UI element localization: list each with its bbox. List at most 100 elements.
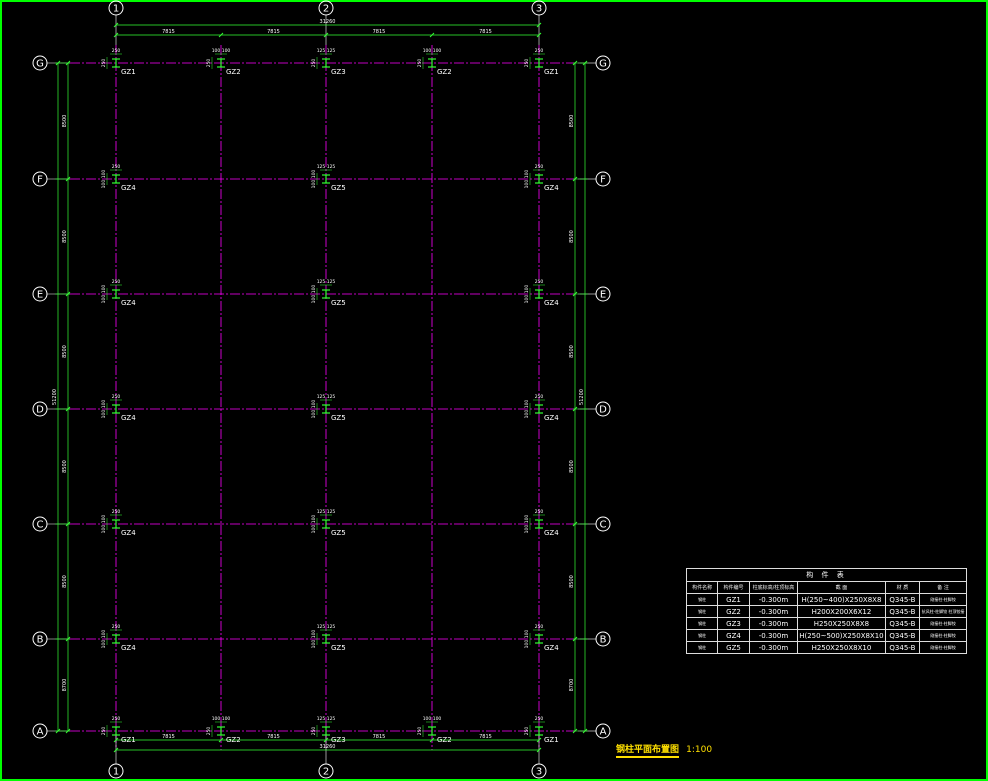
column-dim-top: 125 125 [317,509,336,515]
table-cell: 刚接柱-柱脚铰 [919,629,967,642]
column-dim-top: 125 125 [317,279,336,285]
column-dim-side: 250 [101,727,107,736]
table-header-cell: 截 面 [797,581,886,594]
column-dim-top: 100 100 [423,48,442,54]
column-tag: GZ2 [437,68,452,76]
dim-right-bay-label: 8500 [569,230,575,243]
column-dim-top: 250 [535,716,544,722]
table-cell: 钢柱 [685,641,719,654]
table-cell: -0.300m [748,641,799,654]
dim-top-bay-tick [113,32,119,38]
dim-left-total-label: 51200 [52,389,58,405]
column-dim-side: 100 100 [524,515,530,534]
column-dim-top: 100 100 [423,716,442,722]
dim-bottom-bay-tick [536,737,542,743]
column-dim-side: 100 100 [524,630,530,649]
dim-bottom-bay-label: 7815 [373,734,386,740]
table-cell: H(250~500)X250X8X10 [797,629,886,642]
column-tag: GZ1 [121,736,136,744]
axis-label-row: G [599,59,607,70]
axis-label-column: 1 [113,4,119,15]
column-tag: GZ4 [544,184,559,192]
table-row: 钢柱 GZ3 -0.300m H250X250X8X8 Q345-B 刚接柱-柱… [685,617,967,630]
column-dim-side: 250 [524,59,530,68]
column-dim-side: 100 100 [524,400,530,419]
dim-right-bay-label: 8500 [569,115,575,128]
column-dim-side: 100 100 [311,170,317,189]
table-cell: H250X250X8X8 [797,617,886,630]
column-tag: GZ2 [437,736,452,744]
table-cell: GZ4 [717,629,750,642]
axis-label-column: 3 [536,4,542,15]
column-tag: GZ4 [544,644,559,652]
column-dim-side: 100 100 [311,285,317,304]
axis-label-row: D [36,405,44,416]
column-dim-top: 250 [112,394,121,400]
column-dim-side: 100 100 [101,285,107,304]
dim-bottom-total-label: 31260 [320,744,336,750]
axis-label-row: F [37,175,43,186]
column-dim-top: 100 100 [212,716,231,722]
table-cell: -0.300m [748,605,799,618]
column-dim-side: 250 [524,727,530,736]
caption-scale: 1:100 [686,745,713,755]
axis-label-row: F [600,175,606,186]
dim-left-bay-label: 8500 [62,345,68,358]
column-dim-top: 250 [535,48,544,54]
dim-left-bay-label: 8500 [62,115,68,128]
column-tag: GZ4 [121,184,136,192]
column-dim-top: 250 [535,279,544,285]
table-cell: Q345-B [884,605,921,618]
column-tag: GZ4 [544,414,559,422]
table-cell: GZ1 [717,593,750,606]
column-dim-side: 100 100 [524,285,530,304]
column-tag: GZ4 [121,299,136,307]
column-tag: GZ3 [331,68,346,76]
table-cell: 抗风柱-柱脚铰 柱顶铰接 [919,605,967,618]
column-dim-side: 100 100 [101,515,107,534]
axis-label-row: D [599,405,607,416]
column-tag: GZ5 [331,529,346,537]
dim-left-bay-label: 8700 [62,679,68,692]
column-tag: GZ5 [331,414,346,422]
column-dim-side: 250 [311,727,317,736]
column-tag: GZ1 [544,68,559,76]
table-cell: Q345-B [884,629,921,642]
table-row: 钢柱 GZ1 -0.300m H(250~400)X250X8X8 Q345-B… [685,593,967,606]
dim-top-bay-label: 7815 [162,29,175,35]
dim-top-bay-tick [429,32,435,38]
table-cell: 刚接柱-柱脚铰 [919,617,967,630]
column-dim-top: 250 [112,509,121,515]
dim-top-total-tick [536,22,542,28]
table-cell: -0.300m [748,629,799,642]
dim-bottom-bay-tick [323,737,329,743]
column-dim-side: 250 [206,59,212,68]
column-dim-top: 250 [112,716,121,722]
column-tag: GZ3 [331,736,346,744]
dim-bottom-bay-label: 7815 [162,734,175,740]
column-tag: GZ4 [544,529,559,537]
column-tag: GZ5 [331,184,346,192]
column-tag: GZ5 [331,299,346,307]
table-header-cell: 备 注 [919,581,967,594]
column-dim-top: 125 125 [317,394,336,400]
column-dim-top: 250 [535,164,544,170]
column-dim-side: 250 [417,59,423,68]
table-cell: Q345-B [884,641,921,654]
table-cell: GZ5 [717,641,750,654]
axis-label-row: B [37,635,44,646]
table-header-cell: 柱底标高/柱顶标高 [748,581,799,594]
axis-label-column: 3 [536,767,542,778]
dim-right-total-label: 51200 [579,389,585,405]
dim-right-bay-label: 8700 [569,679,575,692]
column-dim-top: 250 [535,394,544,400]
drawing-caption: 钢柱平面布置图 1:100 [616,742,713,758]
table-cell: 钢柱 [685,629,719,642]
dim-right-bay-label: 8500 [569,345,575,358]
column-dim-top: 250 [112,48,121,54]
table-title: 构 件 表 [686,568,967,582]
dim-bottom-bay-label: 7815 [479,734,492,740]
table-header-cell: 构件名称 [685,581,719,594]
